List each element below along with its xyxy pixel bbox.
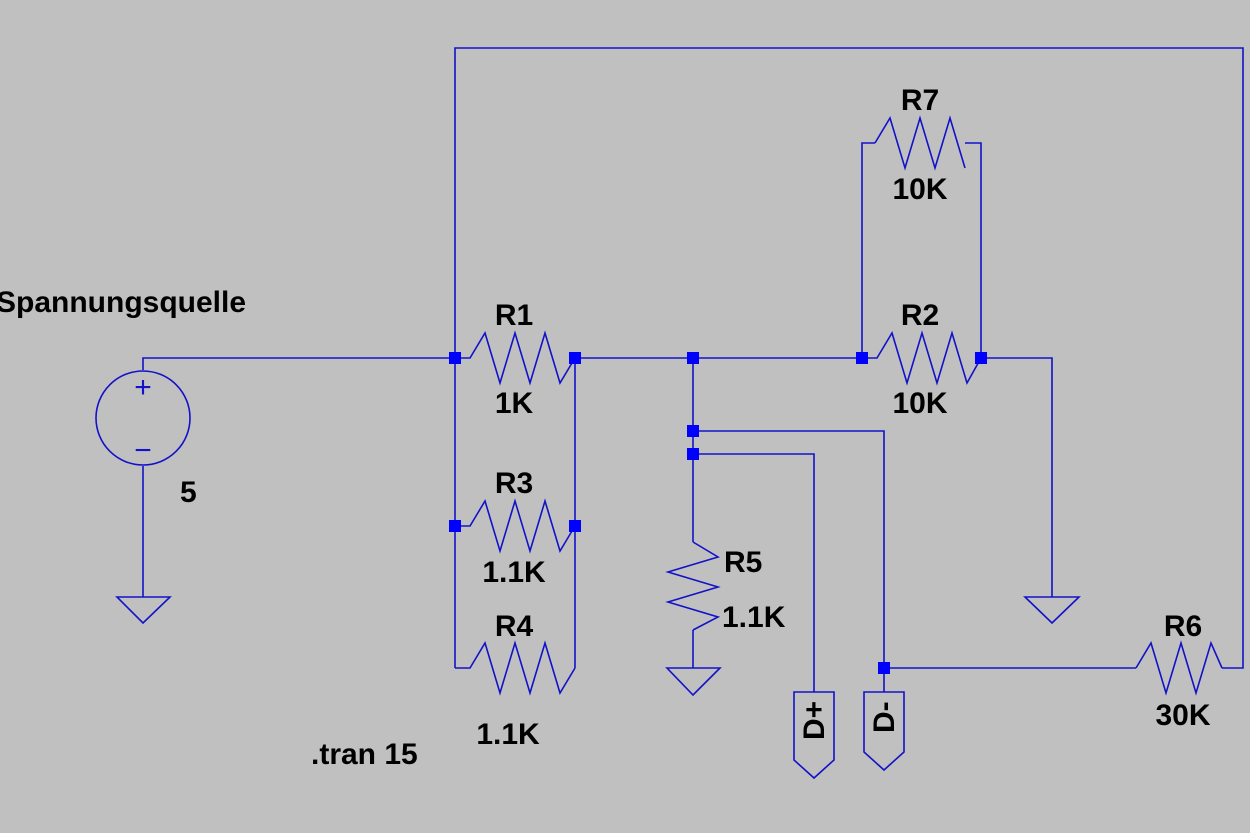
- ground-icon: [665, 667, 722, 697]
- resistor-r4-symbol: [455, 640, 576, 696]
- junction-node: [856, 352, 868, 364]
- resistor-r7-symbol: [874, 115, 966, 171]
- junction-node: [687, 448, 699, 460]
- wire-to-dplus: [693, 453, 815, 692]
- r3-name: R3: [495, 467, 533, 500]
- port-dplus-flag: [793, 691, 835, 780]
- r6-name: R6: [1164, 610, 1202, 643]
- junction-node: [878, 662, 890, 674]
- spice-directive[interactable]: .tran 15: [311, 738, 418, 771]
- r4-value: 1.1K: [476, 718, 540, 751]
- voltage-source-body: [95, 370, 191, 466]
- r5-name: R5: [724, 546, 762, 579]
- junction-node: [569, 520, 581, 532]
- r2-value: 10K: [892, 387, 947, 420]
- voltage-source-value: 5: [180, 476, 197, 509]
- r1-value: 1K: [495, 387, 534, 420]
- port-dminus[interactable]: D-: [863, 691, 905, 772]
- ground-icon: [115, 596, 172, 625]
- junction-node: [687, 425, 699, 437]
- wire-r7-right: [965, 142, 982, 358]
- resistor-r2-symbol: [862, 330, 982, 386]
- wire-top-loop: [454, 47, 1244, 669]
- junction-node: [449, 520, 461, 532]
- voltage-source-plus-icon: +: [134, 371, 152, 404]
- resistor-r3[interactable]: [455, 498, 576, 554]
- voltage-source-minus-icon: −: [134, 434, 152, 467]
- wire-r7-left: [861, 142, 875, 358]
- resistor-r6[interactable]: [1135, 640, 1223, 696]
- wire-source-to-r1: [142, 357, 455, 370]
- resistor-r6-symbol: [1135, 640, 1223, 696]
- voltage-source-name: Spannungsquelle: [0, 286, 246, 319]
- nodes: [449, 352, 987, 674]
- port-dplus-label: D+: [798, 701, 831, 740]
- r2-name: R2: [901, 299, 939, 332]
- junction-node: [569, 352, 581, 364]
- port-dminus-label: D-: [868, 701, 901, 733]
- ground-icon: [1023, 596, 1081, 625]
- resistor-r1-symbol: [455, 330, 576, 386]
- wires: [142, 47, 1244, 692]
- resistor-r2[interactable]: [862, 330, 982, 386]
- voltage-source[interactable]: + −: [95, 370, 191, 467]
- r6-value: 30K: [1155, 699, 1210, 732]
- junction-node: [975, 352, 987, 364]
- r5-value: 1.1K: [722, 601, 786, 634]
- port-dminus-flag: [863, 691, 905, 772]
- r7-value: 10K: [892, 173, 947, 206]
- port-dplus[interactable]: D+: [793, 691, 835, 780]
- r4-name: R4: [495, 610, 534, 643]
- resistor-r5-symbol: [665, 541, 721, 631]
- wire-r2-to-ground: [981, 357, 1053, 597]
- resistor-r1[interactable]: [455, 330, 576, 386]
- junction-node: [687, 352, 699, 364]
- resistor-r7[interactable]: [874, 115, 966, 171]
- resistor-r4[interactable]: [455, 640, 576, 696]
- resistor-r5[interactable]: [665, 541, 721, 631]
- resistor-r3-symbol: [455, 498, 576, 554]
- wire-to-dminus: [693, 430, 885, 692]
- junction-node: [449, 352, 461, 364]
- r7-name: R7: [901, 84, 939, 117]
- r3-value: 1.1K: [482, 556, 546, 589]
- r1-name: R1: [495, 299, 533, 332]
